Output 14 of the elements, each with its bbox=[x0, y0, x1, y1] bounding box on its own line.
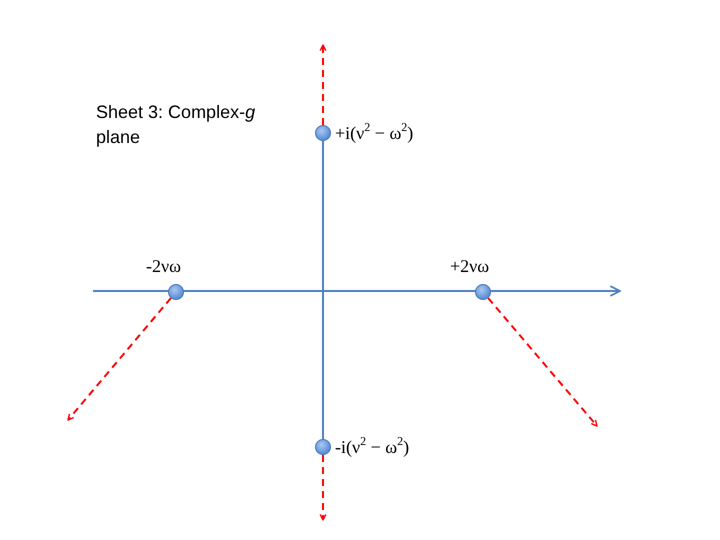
dashed-arrow bbox=[67, 297, 172, 421]
point-label: +i(ν$^{2}$ − ω$^{2}$) bbox=[335, 124, 414, 142]
pole-point bbox=[168, 284, 184, 300]
point-label: -2νω bbox=[146, 257, 181, 275]
sheet-title: Sheet 3: Complex-g plane bbox=[96, 101, 256, 150]
pole-point bbox=[475, 284, 491, 300]
dashed-arrow bbox=[320, 44, 326, 125]
imaginary-axis bbox=[322, 141, 324, 439]
point-label: -i(ν$^{2}$ − ω$^{2}$) bbox=[335, 438, 410, 456]
pole-point bbox=[315, 125, 331, 141]
pole-point bbox=[315, 439, 331, 455]
point-label: +2νω bbox=[450, 257, 490, 275]
dashed-arrow bbox=[320, 455, 326, 521]
dashed-arrow bbox=[487, 297, 598, 427]
